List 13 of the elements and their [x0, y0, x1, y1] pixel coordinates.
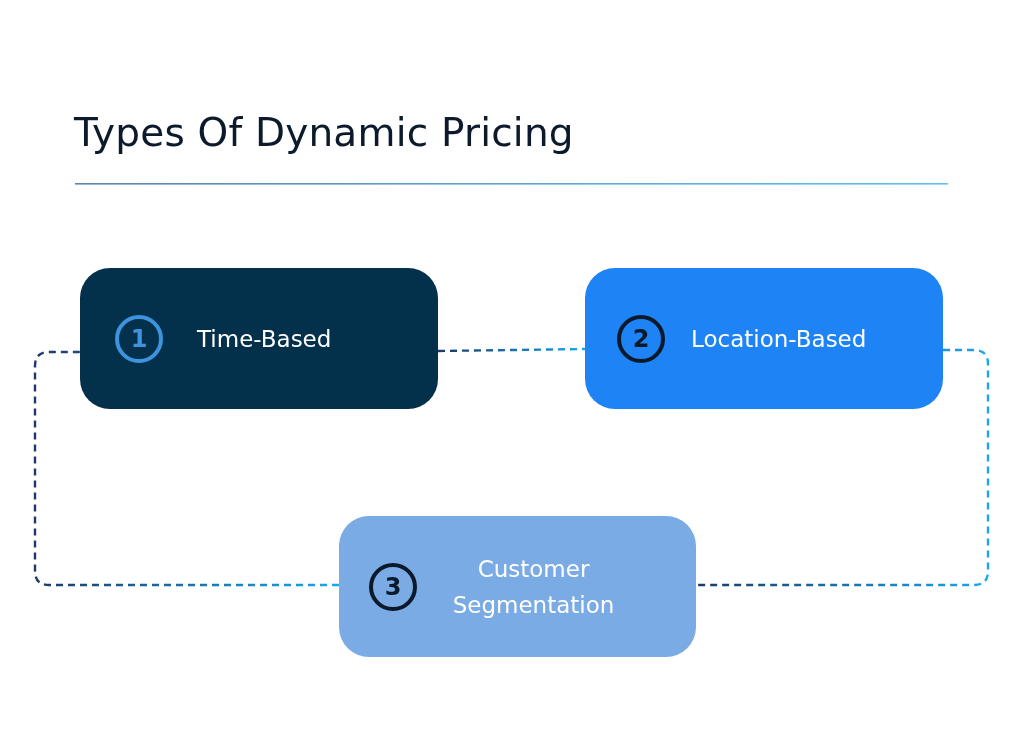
step-number: 2	[617, 314, 665, 363]
title: Types Of Dynamic Pricing	[74, 110, 574, 157]
connector-line	[33, 350, 339, 587]
step-label: Location-Based	[691, 324, 867, 354]
process-box	[80, 268, 438, 409]
step-number: 1	[115, 314, 163, 363]
step-label: Time-Based	[197, 324, 332, 354]
step-label: Customer Segmentation	[451, 554, 616, 620]
process-box	[339, 516, 696, 657]
connector-line	[696, 348, 990, 587]
connector-line	[438, 347, 585, 353]
process-box	[585, 268, 943, 409]
step-number: 3	[369, 562, 417, 611]
